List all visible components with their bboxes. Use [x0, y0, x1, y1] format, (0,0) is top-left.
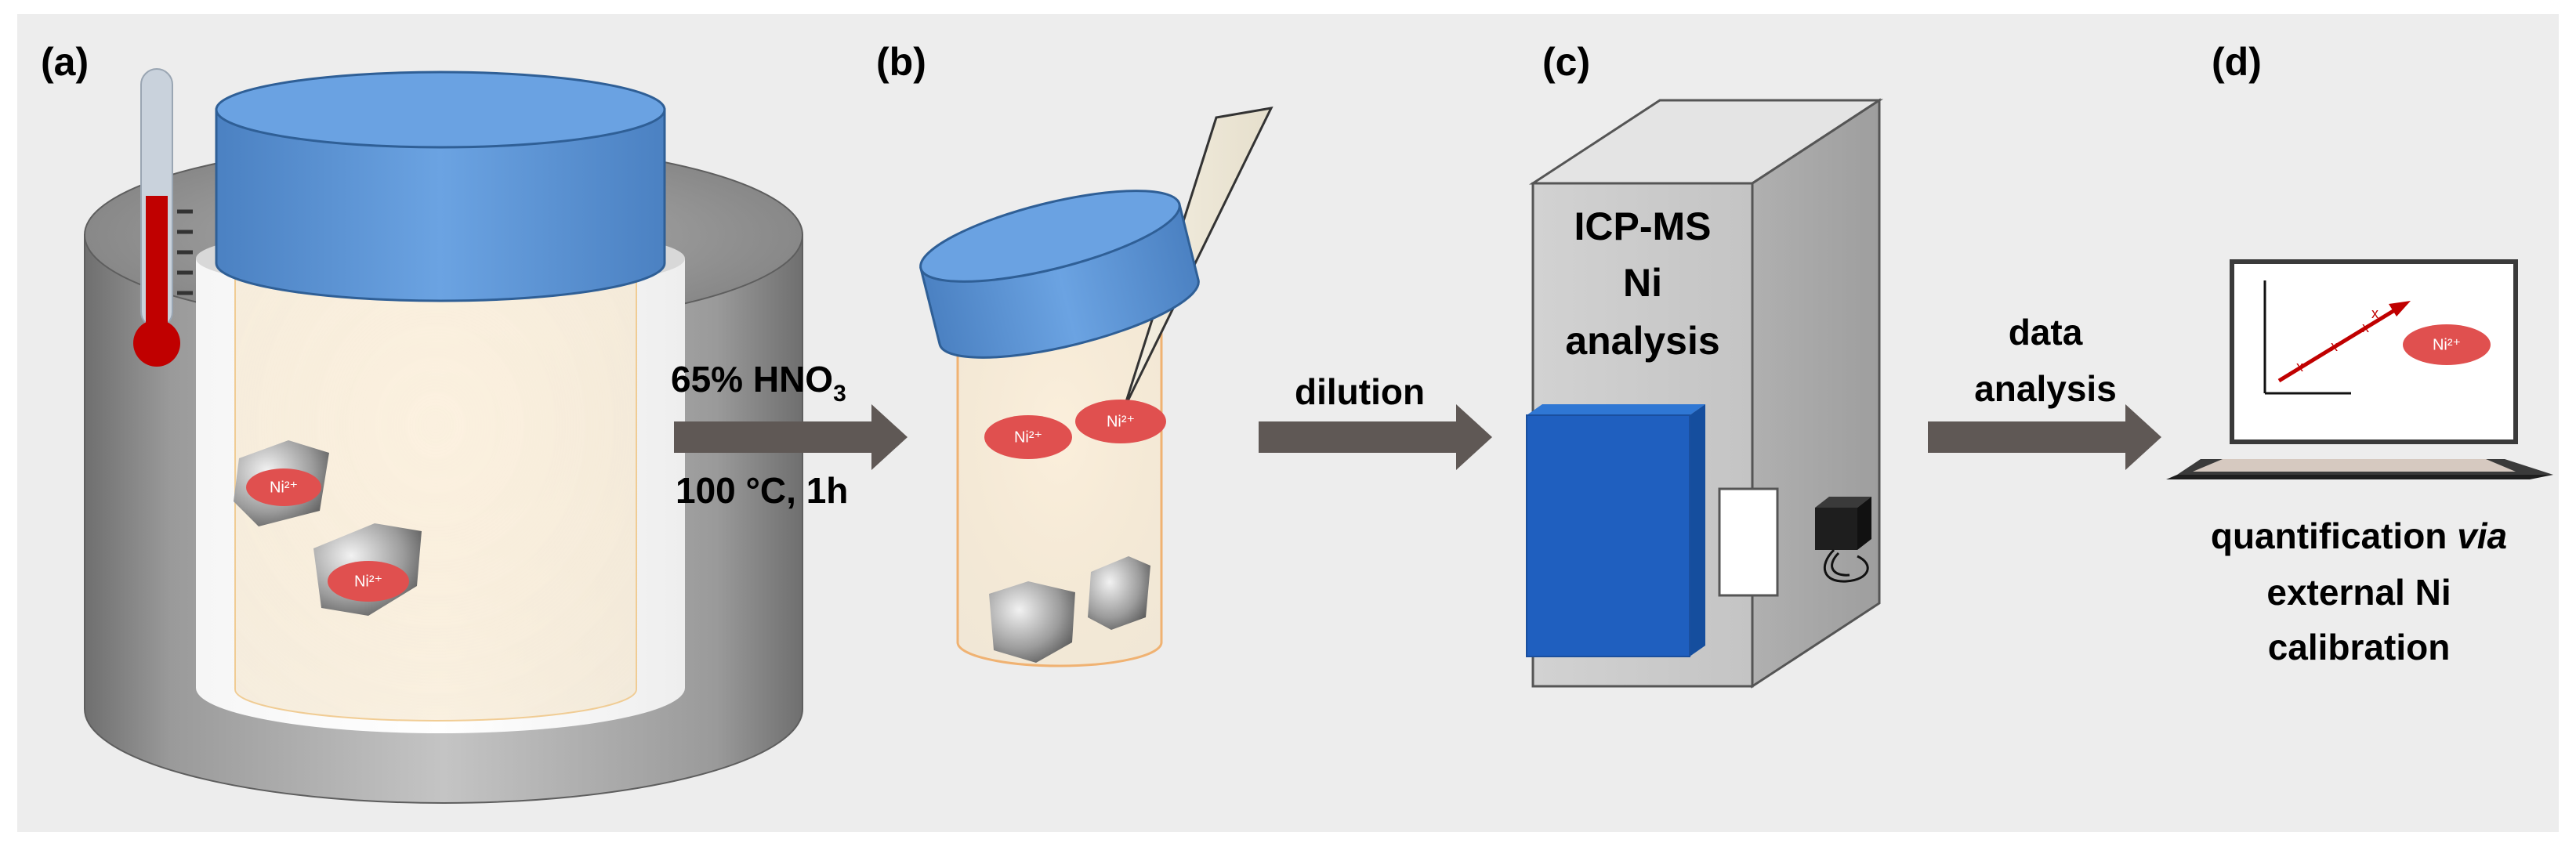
result-line1: quantification via	[2211, 515, 2507, 556]
thermometer-icon	[133, 68, 193, 367]
panel-label-a: (a)	[41, 40, 89, 84]
instrument-function: analysis	[1565, 319, 1719, 363]
data-analysis-line2: analysis	[1974, 368, 2117, 409]
process-arrow	[674, 404, 908, 470]
sample-particle: Ni²⁺	[234, 440, 329, 526]
process-arrow	[1259, 404, 1492, 470]
calibration-line	[2277, 305, 2401, 383]
digest-conditions-line1: 65% HNO3	[671, 359, 846, 407]
ni-ion-label: Ni²⁺	[354, 573, 382, 590]
panel-label-b: (b)	[876, 40, 926, 84]
ni-ion-label: Ni²⁺	[1107, 413, 1135, 430]
data-analysis-line1: data	[2009, 312, 2083, 353]
panel-label-c: (c)	[1542, 40, 1590, 84]
ion-in-solution: Ni²⁺	[1075, 400, 1166, 443]
panel-label-d: (d)	[2212, 40, 2262, 84]
calibration-point: x	[2371, 306, 2379, 321]
laptop-icon	[2166, 259, 2553, 479]
calibration-plot: x x x x	[2277, 301, 2411, 383]
result-line3: calibration	[2268, 627, 2451, 667]
sample-particle: Ni²⁺	[313, 523, 422, 616]
instrument-element: Ni	[1623, 261, 1662, 305]
instrument-name: ICP-MS	[1574, 204, 1712, 248]
ni-ion-label: Ni²⁺	[270, 479, 298, 496]
process-arrow	[1928, 404, 2161, 470]
calibration-point: x	[2296, 359, 2303, 374]
icp-ms-instrument: ICP-MS Ni analysis	[1526, 98, 1884, 689]
result-line2: external Ni	[2266, 572, 2451, 613]
calibration-arrowhead	[2389, 301, 2411, 316]
ion-in-solution: Ni²⁺	[984, 415, 1072, 459]
calibration-point: x	[2362, 320, 2369, 335]
calibration-point: x	[2331, 338, 2338, 354]
dilution-label: dilution	[1295, 371, 1425, 412]
ion-on-screen: Ni²⁺	[2403, 324, 2491, 365]
ni-ion-label: Ni²⁺	[2433, 336, 2461, 353]
vial-cap-a	[215, 71, 666, 302]
vial-cap-b	[919, 190, 1200, 359]
digest-conditions-line2: 100 °C, 1h	[676, 470, 848, 511]
sample-vial-b	[956, 280, 1163, 667]
ni-ion-label: Ni²⁺	[1014, 429, 1042, 446]
